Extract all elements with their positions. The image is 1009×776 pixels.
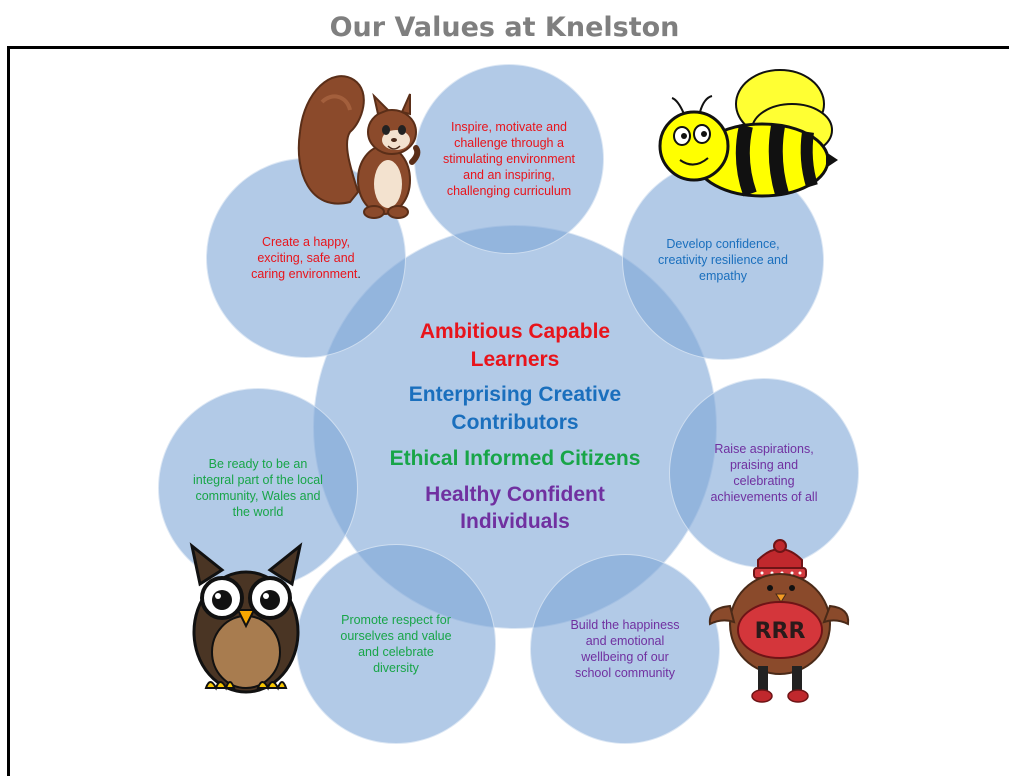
bee-icon: [658, 69, 838, 198]
center-line-learners: Ambitious Capable Learners: [419, 319, 611, 371]
robin-badge-text: RRR: [755, 619, 806, 644]
petal-top-left-label: Create a happy, exciting, safe and carin…: [251, 235, 358, 281]
values-diagram: Ambitious Capable Learners Enterprising …: [158, 64, 859, 744]
petal-top-text: Inspire, motivate and challenge through …: [442, 120, 575, 198]
center-line-contributors: Enterprising Creative Contributors: [408, 383, 622, 435]
squirrel-icon: [297, 75, 421, 219]
center-line-citizens: Ethical Informed Citizens: [389, 446, 641, 470]
page-title: Our Values at Knelston: [329, 12, 680, 43]
petal-right: Raise aspirations, praising and celebrat…: [669, 378, 859, 568]
center-line-individuals: Healthy Confident Individuals: [425, 482, 605, 534]
petal-left: Be ready to be an integral part of the l…: [158, 388, 358, 588]
petal-bottom-right: Build the happiness and emotional wellbe…: [530, 554, 720, 744]
petal-right-text: Raise aspirations, praising and celebrat…: [710, 442, 818, 504]
petal-bottom-right-text: Build the happiness and emotional wellbe…: [570, 618, 680, 680]
petal-bottom-left: Promote respect for ourselves and value …: [296, 544, 496, 744]
petal-left-text: Be ready to be an integral part of the l…: [193, 457, 323, 519]
diagram-frame: [7, 46, 1009, 776]
robin-icon: RRR: [708, 539, 850, 703]
owl-icon: [189, 542, 303, 694]
petal-top-left-suffix: .: [357, 267, 361, 281]
petal-bottom-left-text: Promote respect for ourselves and value …: [340, 613, 452, 675]
petal-top-right-text: Develop confidence, creativity resilienc…: [658, 237, 788, 283]
petal-top: Inspire, motivate and challenge through …: [414, 64, 604, 254]
petal-top-left-text: Create a happy, exciting, safe and carin…: [246, 234, 366, 282]
